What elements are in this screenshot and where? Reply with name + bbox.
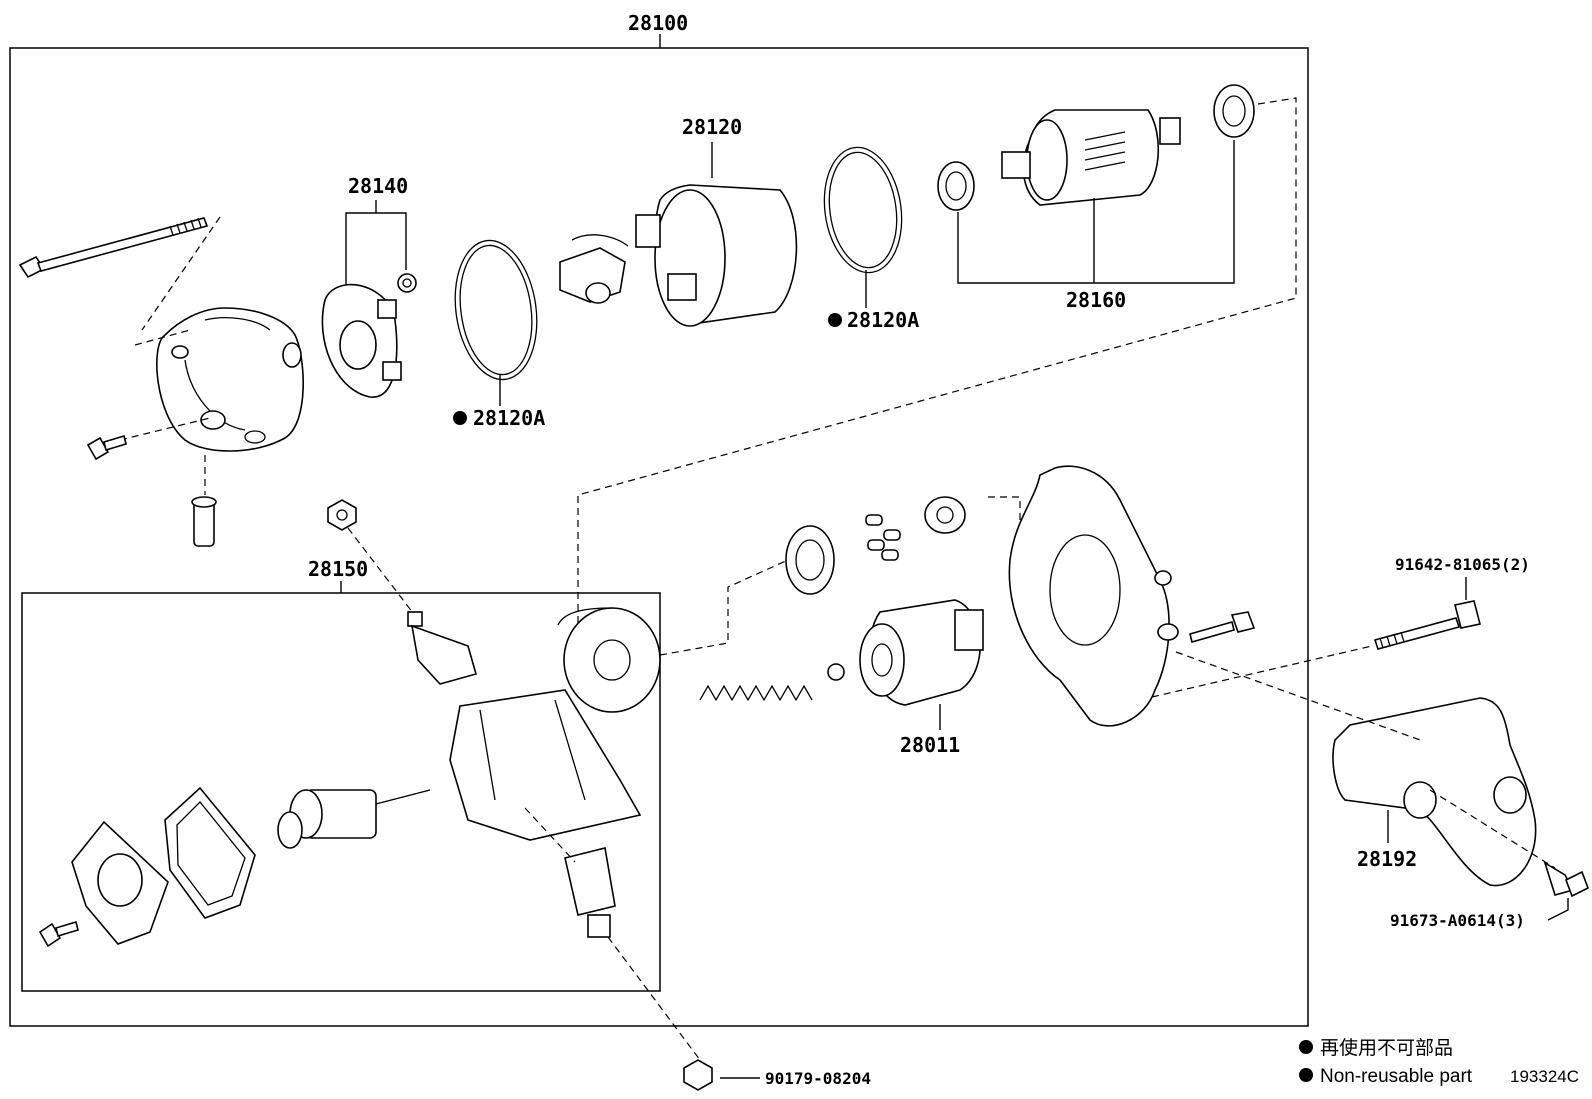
brush-holder <box>321 273 417 398</box>
bolt-mid <box>1189 611 1256 643</box>
switch-cover <box>71 820 169 945</box>
armature <box>1001 109 1181 206</box>
o-ring-right <box>823 146 903 274</box>
switch-housing <box>449 607 661 841</box>
drive-housing <box>1008 465 1179 727</box>
terminal-bottom <box>564 847 616 938</box>
label-28011: 28011 <box>900 733 960 757</box>
legend-marker-en <box>1299 1068 1313 1082</box>
label-28120a-left: 28120A <box>473 406 545 430</box>
terminal-bolt <box>407 611 477 685</box>
plunger <box>277 789 431 849</box>
rollers <box>865 514 901 561</box>
screw-cover <box>38 920 79 948</box>
legend-marker-jp <box>1299 1040 1313 1054</box>
label-28140: 28140 <box>348 174 408 198</box>
bearing-left <box>937 161 975 211</box>
idler-gear <box>785 525 835 595</box>
non-reusable-marker-2 <box>828 313 842 327</box>
short-bolt <box>1543 861 1590 898</box>
return-spring <box>699 684 813 702</box>
reference-code: 193324C <box>1510 1067 1579 1086</box>
label-28120a-right: 28120A <box>847 308 919 332</box>
nut-top <box>327 499 357 531</box>
legend-text-jp: 再使用不可部品 <box>1320 1037 1453 1059</box>
through-bolt <box>18 217 209 279</box>
assembly-frame <box>9 47 1309 1027</box>
label-28120: 28120 <box>682 115 742 139</box>
bearing-right <box>1213 84 1255 138</box>
screw-rear <box>86 434 127 461</box>
o-ring-left <box>454 239 538 381</box>
retainer <box>924 496 966 534</box>
yoke-assembly <box>559 184 798 327</box>
assembly-label: 28100 <box>628 11 688 35</box>
grommet <box>191 496 217 547</box>
nut-bottom <box>683 1059 713 1091</box>
label-91673: 91673-A0614(3) <box>1390 911 1525 930</box>
legend: 再使用不可部品 Non-reusable part <box>1299 1037 1473 1087</box>
starter-clutch <box>859 599 984 706</box>
legend-text-en: Non-reusable part <box>1320 1066 1473 1087</box>
label-91642: 91642-81065(2) <box>1395 555 1530 574</box>
gasket <box>164 786 256 919</box>
bracket <box>1332 697 1537 887</box>
label-28192: 28192 <box>1357 847 1417 871</box>
non-reusable-marker <box>453 411 467 425</box>
subassembly-label: 28150 <box>308 557 368 581</box>
rear-end-frame <box>156 307 304 452</box>
mounting-bolt <box>1373 600 1481 650</box>
label-28160: 28160 <box>1066 288 1126 312</box>
label-90179: 90179-08204 <box>765 1069 871 1088</box>
